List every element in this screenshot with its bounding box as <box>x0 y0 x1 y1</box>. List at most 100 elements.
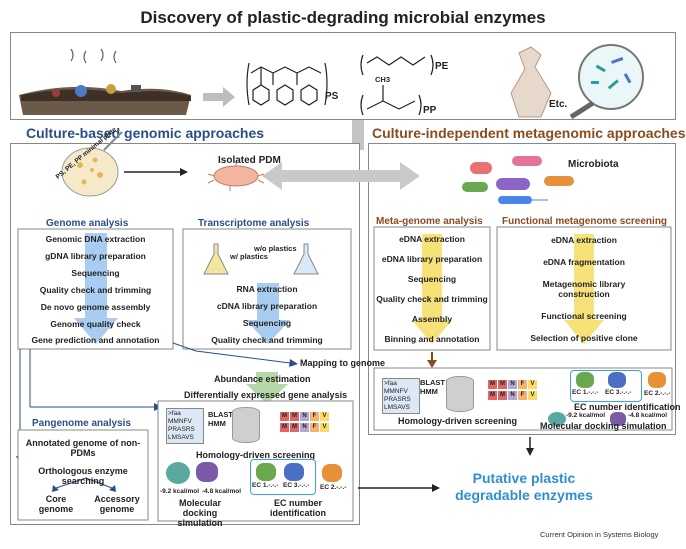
sequence-cell: F <box>518 380 527 389</box>
protein-icon-purple <box>610 412 626 426</box>
ec-highlight-box <box>250 459 316 495</box>
annotated-genome-label: Annotated genome of non-PDMs <box>25 438 141 458</box>
protein-icon-teal <box>548 412 566 426</box>
functional-steps: eDNA extraction eDNA fragmentation Metag… <box>497 229 671 349</box>
sources-panel: PS PE PP CH3 Etc. <box>10 32 676 120</box>
faa-line: >faa <box>168 410 181 417</box>
sequence-cell: N <box>300 423 309 432</box>
ps-structure <box>246 62 328 106</box>
metagenome-step: Binning and annotation <box>384 334 480 344</box>
sequence-cell: F <box>310 412 319 421</box>
culture-independent-heading: Culture-independent metagenomic approach… <box>372 125 686 141</box>
faa-line: LMSAVS <box>168 434 194 441</box>
functional-step: Selection of positive clone <box>530 333 638 343</box>
energy-label-1: -9.2 kcal/mol <box>160 488 200 495</box>
pe-label: PE <box>435 61 449 72</box>
docking-label: Molecular docking simulation <box>177 498 223 528</box>
sequence-cell: M <box>498 380 507 389</box>
database-icon <box>446 376 474 412</box>
culture-based-heading: Culture-based genomic approaches <box>26 125 265 141</box>
sequence-cell: V <box>528 391 537 400</box>
sequence-cell: F <box>518 391 527 400</box>
homology-screening-label: Homology-driven screening <box>398 416 518 426</box>
genome-step: Genomic DNA extraction <box>45 234 146 245</box>
enzyme-icon-green <box>256 463 276 481</box>
ec2-label: EC 2.-.-.- <box>320 484 347 491</box>
ec1-label: EC 1.-.-.- <box>572 389 599 396</box>
ec2-label: EC 2.-.-.- <box>644 390 671 397</box>
core-genome-label: Core genome <box>38 494 74 514</box>
faa-line: LMSAVS <box>384 404 410 411</box>
pp-label: PP <box>423 105 437 116</box>
deg-step: Mapping to genome <box>300 358 385 368</box>
genome-step: Genome quality check <box>50 318 141 329</box>
database-icon <box>232 407 260 443</box>
energy-label-2: -4.8 kcal/mol <box>202 488 242 495</box>
energy-label-1: -9.2 kcal/mol <box>566 412 606 419</box>
transcriptome-steps: RNA extraction cDNA library preparation … <box>183 280 351 348</box>
metagenome-heading: Meta-genome analysis <box>376 216 483 227</box>
sequence-cell: M <box>290 423 299 432</box>
ortholog-label: Orthologous enzyme searching <box>38 466 128 486</box>
pe-structure <box>360 54 434 76</box>
transcriptome-step: Sequencing <box>242 317 292 328</box>
deg-step: Abundance estimation <box>214 374 311 384</box>
sequence-cell: M <box>280 423 289 432</box>
protein-icon-teal <box>166 462 190 484</box>
functional-step: Functional screening <box>541 311 627 321</box>
faa-line: MMNFV <box>168 418 192 425</box>
ec-identification-label: EC number identification <box>574 402 681 412</box>
etc-label: Etc. <box>549 99 568 110</box>
sequence-cell: N <box>300 412 309 421</box>
genome-step: De novo genome assembly <box>40 301 151 312</box>
sequence-cell: M <box>290 412 299 421</box>
docking-label: Molecular docking simulation <box>540 421 667 431</box>
hmm-label: HMM <box>208 419 226 428</box>
genome-step: Quality check and trimming <box>39 284 152 295</box>
sequence-cell: M <box>488 391 497 400</box>
microbiota-label: Microbiota <box>568 159 619 170</box>
ec3-label: EC 3.-.-.- <box>283 482 310 489</box>
sequence-cell: M <box>488 380 497 389</box>
ch3-label: CH3 <box>375 75 391 84</box>
functional-step: eDNA extraction <box>551 235 617 245</box>
landfill-illustration <box>19 48 191 115</box>
sources-graphics <box>19 44 644 120</box>
faa-line: >faa <box>384 380 397 387</box>
sequence-cell: V <box>528 380 537 389</box>
ps-label: PS <box>325 91 339 102</box>
blast-label: BLAST <box>208 410 233 419</box>
sequence-cell: M <box>498 391 507 400</box>
enzyme-icon-blue <box>608 372 626 388</box>
ec1-label: EC 1.-.-.- <box>252 482 279 489</box>
sequence-cell: V <box>320 423 329 432</box>
enzyme-icon-orange <box>648 372 666 388</box>
result-label: Putative plastic degradable enzymes <box>455 470 593 503</box>
ec3-label: EC 3.-.-.- <box>605 389 632 396</box>
with-plastics-label: w/ plastics <box>230 252 268 261</box>
functional-step: eDNA fragmentation <box>543 257 625 267</box>
sequence-cell: F <box>310 423 319 432</box>
faa-line: PRASRS <box>168 426 195 433</box>
sequence-cell: N <box>508 391 517 400</box>
isolated-pdm-label: Isolated PDM <box>218 155 281 166</box>
hmm-label: HMM <box>420 387 438 396</box>
metagenome-steps: eDNA extraction eDNA library preparation… <box>374 229 490 349</box>
enzyme-icon-orange <box>322 464 342 482</box>
energy-label-2: -4.8 kcal/mol <box>628 412 668 419</box>
pangenome-heading: Pangenome analysis <box>32 418 131 429</box>
enzyme-icon-green <box>576 372 594 388</box>
metagenome-step: eDNA extraction <box>399 234 465 244</box>
ec-identification-label: EC number identification <box>270 498 326 518</box>
metagenome-step: Assembly <box>411 314 453 324</box>
genome-step: Gene prediction and annotation <box>31 335 160 346</box>
metagenome-step: Quality check and trimming <box>376 294 488 304</box>
